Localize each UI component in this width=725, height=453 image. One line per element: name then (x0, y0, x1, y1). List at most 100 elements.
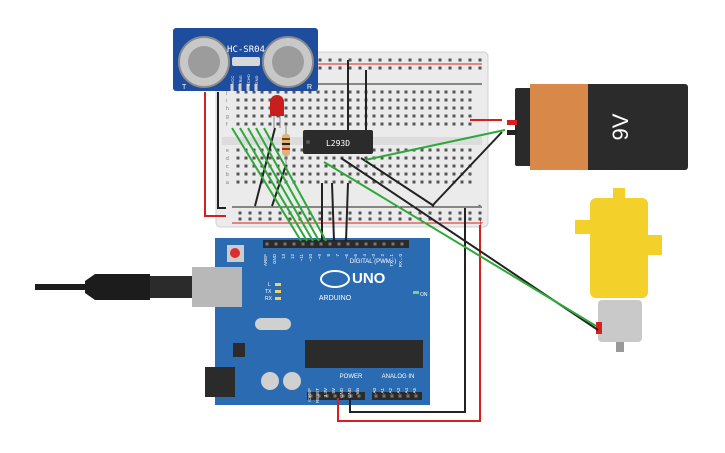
header-pin[interactable] (333, 394, 337, 398)
breadboard-hole (452, 148, 456, 152)
header-pin[interactable] (319, 242, 323, 246)
header-pin[interactable] (283, 242, 287, 246)
rail-hole (368, 217, 372, 221)
breadboard-hole (452, 172, 456, 176)
rail-hole (328, 217, 332, 221)
breadboard-hole (244, 106, 248, 110)
header-pin[interactable] (414, 394, 418, 398)
breadboard-hole (372, 90, 376, 94)
rail-hole (378, 58, 382, 62)
rail-hole (248, 217, 252, 221)
rail-hole (348, 66, 352, 70)
rail-hole (398, 217, 402, 221)
battery-label: 9V (608, 113, 633, 140)
header-pin[interactable] (317, 394, 321, 398)
breadboard-hole (340, 98, 344, 102)
breadboard-hole (324, 180, 328, 184)
header-pin[interactable] (301, 242, 305, 246)
header-pin[interactable] (374, 394, 378, 398)
header-pin[interactable] (382, 242, 386, 246)
breadboard-hole (236, 98, 240, 102)
breadboard-hole (340, 90, 344, 94)
breadboard-hole (380, 180, 384, 184)
header-pin[interactable] (310, 242, 314, 246)
header-pin[interactable] (357, 394, 361, 398)
breadboard-hole (380, 114, 384, 118)
rail-hole (358, 66, 362, 70)
battery-terminal-cap (515, 88, 533, 166)
header-pin[interactable] (346, 242, 350, 246)
header-pin[interactable] (309, 394, 313, 398)
breadboard-hole (244, 122, 248, 126)
rail-hole (438, 211, 442, 215)
power-label: POWER (340, 374, 363, 380)
breadboard-hole (404, 90, 408, 94)
breadboard-hole (436, 148, 440, 152)
header-pin[interactable] (341, 394, 345, 398)
breadboard-hole (412, 98, 416, 102)
header-pin[interactable] (364, 242, 368, 246)
resistor-band-1 (282, 138, 290, 140)
motor-gearbox (590, 198, 648, 298)
header-pin[interactable] (382, 394, 386, 398)
header-pin[interactable] (274, 242, 278, 246)
resistor[interactable] (282, 126, 290, 164)
breadboard-hole (316, 180, 320, 184)
breadboard-hole (388, 148, 392, 152)
breadboard-hole (452, 122, 456, 126)
battery-clip-black (507, 130, 517, 135)
header-pin-label: GND (339, 387, 344, 398)
breadboard-hole (260, 98, 264, 102)
rail-hole (268, 217, 272, 221)
breadboard-hole (396, 148, 400, 152)
rail-hole (258, 217, 262, 221)
row-letter: g (226, 114, 229, 120)
l293d-chip[interactable]: L293D (303, 130, 373, 154)
breadboard-hole (276, 172, 280, 176)
header-pin[interactable] (292, 242, 296, 246)
breadboard-hole (332, 98, 336, 102)
breadboard-hole (236, 122, 240, 126)
header-pin[interactable] (400, 242, 404, 246)
header-pin[interactable] (391, 242, 395, 246)
breadboard-hole (324, 90, 328, 94)
breadboard-hole (420, 164, 424, 168)
breadboard-hole (292, 90, 296, 94)
header-pin[interactable] (265, 242, 269, 246)
breadboard-hole (284, 114, 288, 118)
header-pin-label: A1 (380, 388, 385, 394)
usb-port (192, 267, 242, 307)
breadboard-hole (468, 156, 472, 160)
rail-hole (268, 211, 272, 215)
breadboard-hole (428, 156, 432, 160)
breadboard-hole (268, 180, 272, 184)
header-pin[interactable] (355, 242, 359, 246)
dc-gear-motor[interactable] (575, 188, 662, 352)
breadboard-hole (348, 106, 352, 110)
reset-button[interactable] (230, 248, 240, 258)
header-pin[interactable] (328, 242, 332, 246)
header-pin[interactable] (325, 394, 329, 398)
rail-hole (478, 58, 482, 62)
header-pin[interactable] (373, 242, 377, 246)
header-pin[interactable] (398, 394, 402, 398)
breadboard-hole (468, 98, 472, 102)
breadboard-hole (324, 98, 328, 102)
breadboard-hole (460, 148, 464, 152)
header-pin[interactable] (349, 394, 353, 398)
battery-9v[interactable]: 9V (507, 84, 688, 170)
breadboard-hole (356, 172, 360, 176)
rail-hole (298, 211, 302, 215)
header-pin[interactable] (390, 394, 394, 398)
header-pin[interactable] (406, 394, 410, 398)
rail-hole (358, 58, 362, 62)
breadboard-hole (244, 180, 248, 184)
chip-body (303, 130, 373, 154)
breadboard-hole (332, 164, 336, 168)
header-pin[interactable] (337, 242, 341, 246)
red-led[interactable] (270, 95, 284, 128)
breadboard-hole (372, 180, 376, 184)
wire-green-3 (255, 127, 320, 242)
